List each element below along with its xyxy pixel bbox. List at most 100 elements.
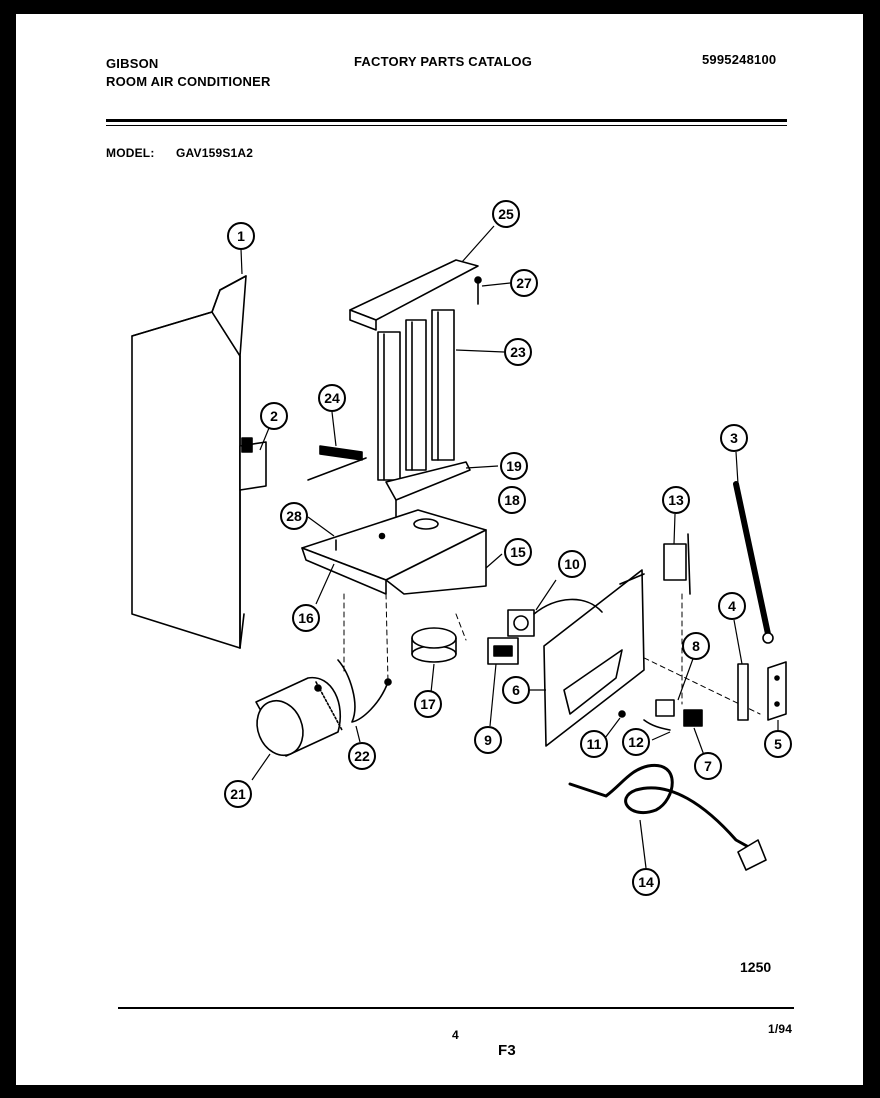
callout-circle bbox=[580, 730, 608, 758]
callout-label: 3 bbox=[730, 430, 738, 446]
callout-11: 11 bbox=[580, 730, 608, 758]
callout-label: 17 bbox=[420, 696, 436, 712]
footer-rule bbox=[118, 1007, 794, 1009]
callout-17: 17 bbox=[414, 690, 442, 718]
revision-date: 1/94 bbox=[768, 1022, 793, 1036]
callout-24: 24 bbox=[318, 384, 346, 412]
callout-circle bbox=[318, 384, 346, 412]
callout-2: 2 bbox=[260, 402, 288, 430]
callout-label: 10 bbox=[564, 556, 580, 572]
callout-7: 7 bbox=[694, 752, 722, 780]
callout-circle bbox=[292, 604, 320, 632]
drawing-code: 1250 bbox=[740, 959, 771, 975]
terminal-block-part bbox=[767, 661, 787, 721]
support-rod-part bbox=[307, 445, 367, 481]
capacitor-part bbox=[255, 676, 343, 757]
callout-label: 18 bbox=[504, 492, 520, 508]
callout-23: 23 bbox=[504, 338, 532, 366]
callout-circle bbox=[500, 452, 528, 480]
callout-label: 16 bbox=[298, 610, 314, 626]
callout-label: 7 bbox=[704, 758, 712, 774]
callout-label: 4 bbox=[728, 598, 736, 614]
callout-6: 6 bbox=[502, 676, 530, 704]
callout-circle bbox=[474, 726, 502, 754]
callout-4: 4 bbox=[718, 592, 746, 620]
callout-3: 3 bbox=[720, 424, 748, 452]
section-code: F3 bbox=[498, 1042, 516, 1059]
callout-1: 1 bbox=[227, 222, 255, 250]
catalog-number: 5995248100 bbox=[702, 52, 777, 67]
callout-circle bbox=[504, 338, 532, 366]
screw-part bbox=[474, 276, 482, 305]
callout-label: 24 bbox=[324, 390, 340, 406]
callout-circle bbox=[764, 730, 792, 758]
callout-label: 12 bbox=[628, 734, 644, 750]
callout-circle bbox=[224, 780, 252, 808]
callout-label: 19 bbox=[506, 458, 522, 474]
heater-wire-part bbox=[733, 481, 774, 644]
callout-circle bbox=[694, 752, 722, 780]
rotary-switch-part bbox=[487, 637, 519, 665]
callout-circle bbox=[280, 502, 308, 530]
callout-label: 23 bbox=[510, 344, 526, 360]
callout-label: 9 bbox=[484, 732, 492, 748]
model-label: MODEL: bbox=[106, 146, 155, 160]
callout-label: 25 bbox=[498, 206, 514, 222]
callout-18: 18 bbox=[498, 486, 526, 514]
callout-14: 14 bbox=[632, 868, 660, 896]
callout-circle bbox=[260, 402, 288, 430]
terminal-part bbox=[737, 663, 749, 721]
callout-label: 21 bbox=[230, 786, 246, 802]
header-rule-top bbox=[106, 119, 787, 122]
callout-circle bbox=[682, 632, 710, 660]
callout-label: 11 bbox=[587, 736, 602, 752]
exploded-parts-diagram: 1234567891011121314151617181921222324252… bbox=[131, 200, 792, 975]
callout-label: 6 bbox=[512, 682, 520, 698]
heater-frame-part bbox=[349, 259, 479, 517]
callout-circle bbox=[622, 728, 650, 756]
panel-bracket-part bbox=[239, 437, 267, 491]
callout-10: 10 bbox=[558, 550, 586, 578]
power-cord-part bbox=[568, 764, 767, 871]
callout-circle bbox=[718, 592, 746, 620]
callout-circle bbox=[492, 200, 520, 228]
page-number: 4 bbox=[452, 1028, 459, 1042]
small-screw-part bbox=[618, 710, 626, 718]
callout-label: 27 bbox=[516, 275, 532, 291]
callout-circle bbox=[414, 690, 442, 718]
callout-27: 27 bbox=[510, 269, 538, 297]
fan-motor-part bbox=[411, 627, 457, 663]
callout-label: 14 bbox=[638, 874, 654, 890]
callout-16: 16 bbox=[292, 604, 320, 632]
callout-12: 12 bbox=[622, 728, 650, 756]
product-name: ROOM AIR CONDITIONER bbox=[106, 74, 271, 89]
callout-circle bbox=[504, 538, 532, 566]
callout-13: 13 bbox=[662, 486, 690, 514]
callout-25: 25 bbox=[492, 200, 520, 228]
callout-15: 15 bbox=[504, 538, 532, 566]
callout-circle bbox=[510, 269, 538, 297]
callout-21: 21 bbox=[224, 780, 252, 808]
callout-circle bbox=[498, 486, 526, 514]
catalog-sheet: GIBSON ROOM AIR CONDITIONER FACTORY PART… bbox=[16, 14, 863, 1085]
callout-8: 8 bbox=[682, 632, 710, 660]
callout-19: 19 bbox=[500, 452, 528, 480]
callout-label: 5 bbox=[774, 736, 782, 752]
brand-name: GIBSON bbox=[106, 56, 159, 71]
callout-label: 1 bbox=[237, 228, 245, 244]
callout-label: 28 bbox=[286, 508, 302, 524]
callout-5: 5 bbox=[764, 730, 792, 758]
limit-switch-part bbox=[663, 533, 691, 595]
callout-circle bbox=[227, 222, 255, 250]
callout-22: 22 bbox=[348, 742, 376, 770]
callout-28: 28 bbox=[280, 502, 308, 530]
callout-label: 22 bbox=[354, 748, 370, 764]
callout-circle bbox=[720, 424, 748, 452]
callout-circle bbox=[632, 868, 660, 896]
callout-circle bbox=[348, 742, 376, 770]
capacitor-strap-part bbox=[337, 659, 392, 723]
base-pan-part bbox=[301, 509, 487, 595]
header-rule-bottom bbox=[106, 125, 787, 126]
model-number: GAV159S1A2 bbox=[176, 146, 254, 160]
thermostat-part bbox=[507, 598, 603, 637]
